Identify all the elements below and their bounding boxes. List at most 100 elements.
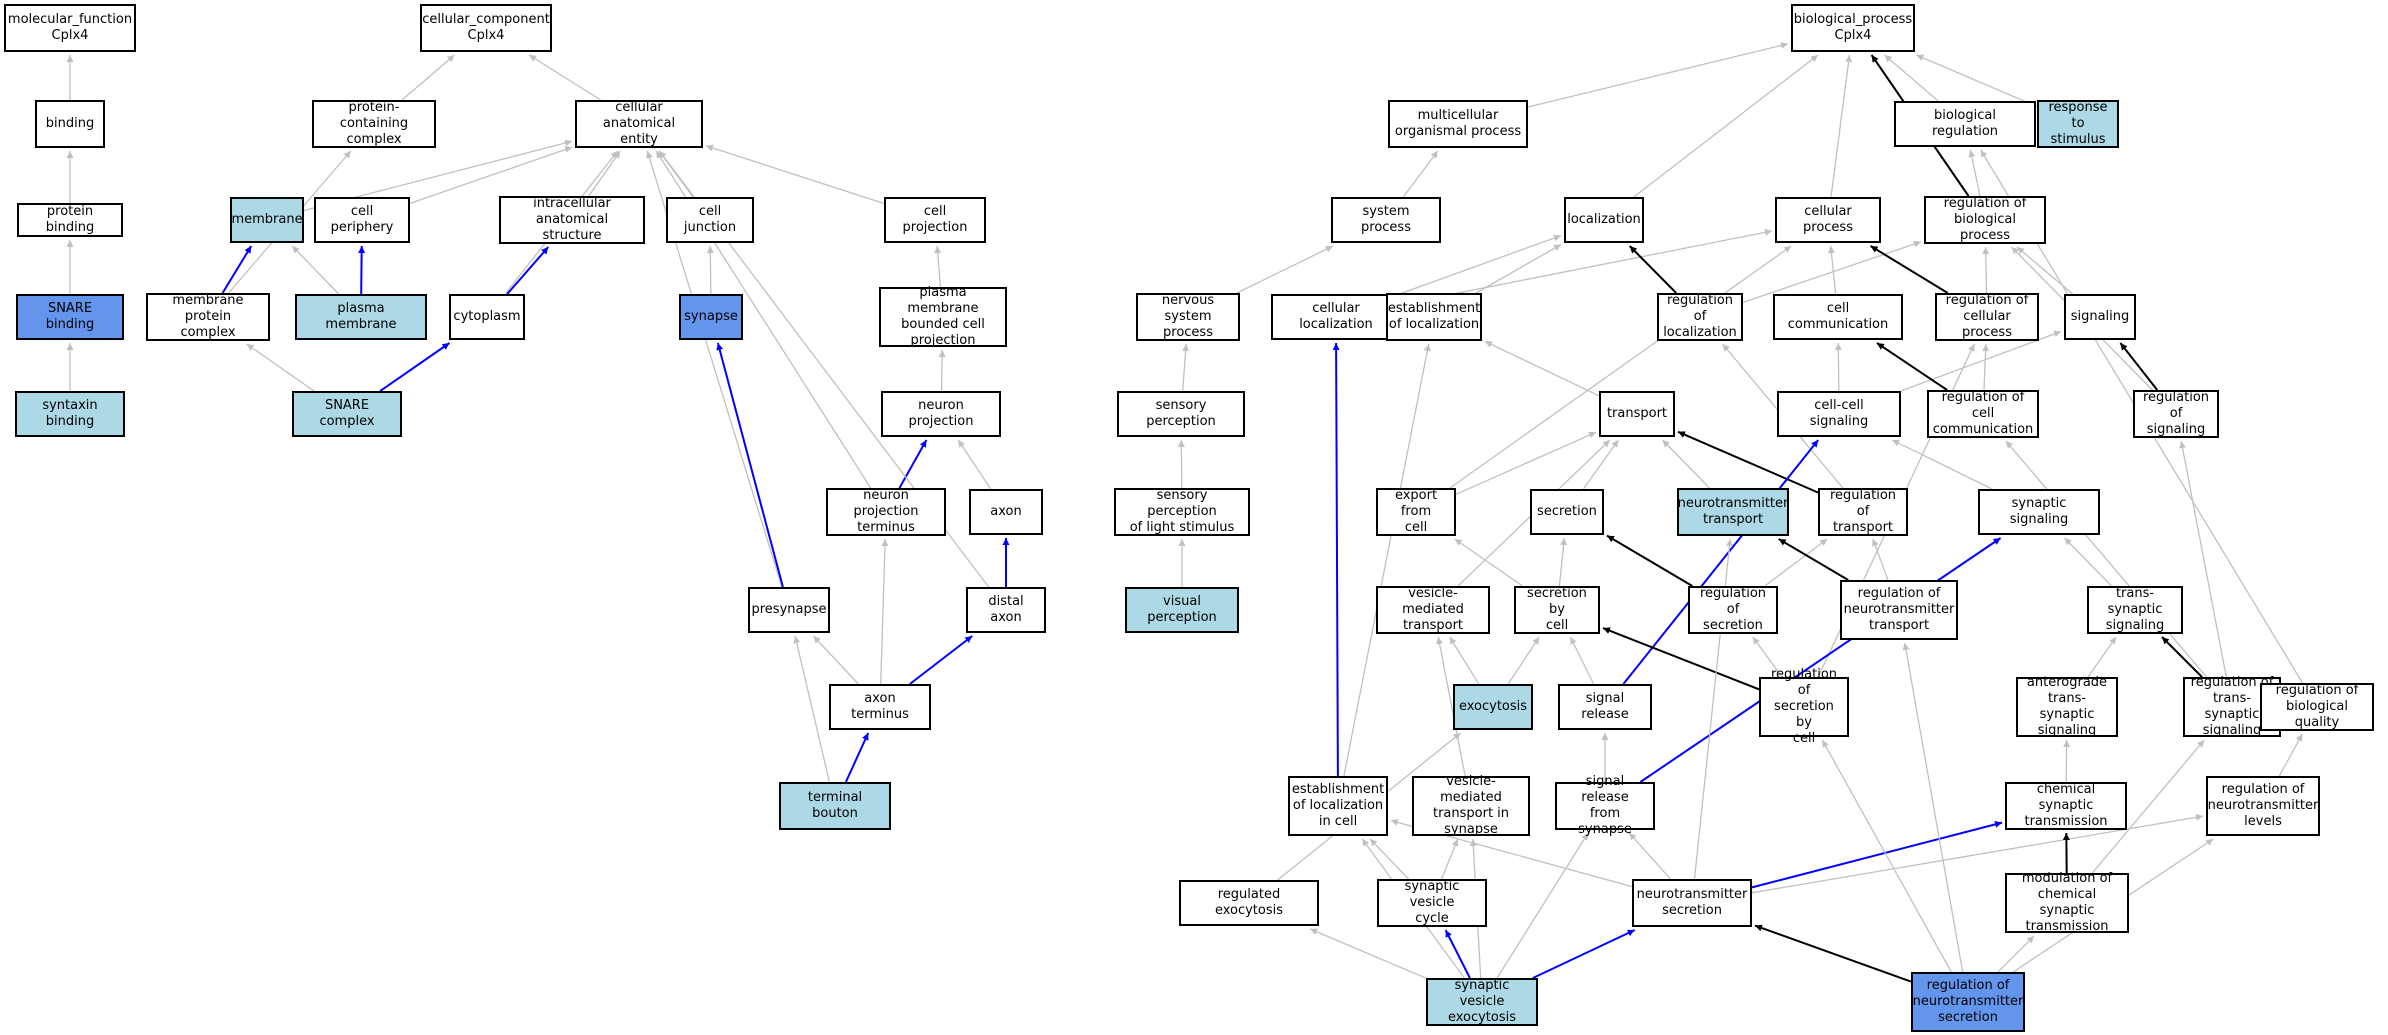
go-term-senspercl[interactable]: sensory perception of light stimulus bbox=[1114, 488, 1250, 536]
edge-ntransport-to-transport bbox=[1662, 439, 1710, 489]
edge-signaling-to-regbioproc bbox=[2016, 246, 2074, 295]
go-term-multicell[interactable]: multicellular organismal process bbox=[1388, 100, 1528, 148]
edge-sysproc-to-multicell bbox=[1402, 150, 1439, 198]
go-term-regcellcomm[interactable]: regulation of cell communication bbox=[1927, 390, 2039, 438]
go-term-respstim[interactable]: response to stimulus bbox=[2037, 100, 2119, 148]
go-term-snarebind[interactable]: SNARE binding bbox=[16, 294, 124, 340]
edge-pmbcp-to-cellproj bbox=[934, 245, 942, 288]
go-term-celljunc[interactable]: cell junction bbox=[666, 197, 754, 243]
edge-synvescycle-to-vesmedsyn bbox=[1440, 838, 1459, 880]
go-term-antero[interactable]: anterograde trans-synaptic signaling bbox=[2016, 675, 2118, 738]
go-term-visperc[interactable]: visual perception bbox=[1125, 587, 1239, 633]
edge-regtranssyn-to-regsignaling bbox=[2179, 440, 2227, 678]
go-term-regsecbycell[interactable]: regulation of secretion by cell bbox=[1759, 667, 1849, 746]
edge-synapse-to-celljunc bbox=[706, 245, 714, 295]
go-term-localization[interactable]: localization bbox=[1564, 197, 1644, 243]
go-term-vesmedsyn[interactable]: vesicle-mediated transport in synapse bbox=[1412, 774, 1530, 837]
edge-localization-to-bp bbox=[1633, 54, 1819, 198]
go-term-regtransport[interactable]: regulation of transport bbox=[1818, 488, 1908, 536]
go-term-cae[interactable]: cellular anatomical entity bbox=[575, 100, 703, 148]
go-term-syntaxin[interactable]: syntaxin binding bbox=[15, 391, 125, 437]
go-term-cellproj[interactable]: cell projection bbox=[884, 197, 986, 243]
go-term-cytoplasm[interactable]: cytoplasm bbox=[449, 294, 525, 340]
go-term-mf[interactable]: molecular_function Cplx4 bbox=[4, 4, 136, 52]
go-term-nervsys[interactable]: nervous system process bbox=[1136, 293, 1240, 341]
edge-regntlevels-to-regbioqual bbox=[2278, 733, 2303, 777]
go-term-cellperiph[interactable]: cell periphery bbox=[314, 197, 410, 243]
edge-regcellcomm-to-regcellproc bbox=[1982, 343, 1990, 391]
go-term-presynapse[interactable]: presynapse bbox=[748, 587, 830, 633]
go-term-bp[interactable]: biological_process Cplx4 bbox=[1791, 4, 1915, 52]
go-term-synsig[interactable]: synaptic signaling bbox=[1978, 489, 2100, 535]
go-term-secbycell[interactable]: secretion by cell bbox=[1514, 586, 1600, 634]
edge-cellcellsig-to-signaling bbox=[1900, 330, 2062, 392]
go-term-transsyn[interactable]: trans-synaptic signaling bbox=[2087, 586, 2183, 634]
go-term-transport[interactable]: transport bbox=[1599, 391, 1675, 437]
go-term-signaling[interactable]: signaling bbox=[2064, 294, 2136, 340]
go-term-binding[interactable]: binding bbox=[35, 100, 105, 148]
go-term-cellproc[interactable]: cellular process bbox=[1775, 197, 1881, 243]
edge-regnttrans-to-ntransport bbox=[1778, 538, 1849, 581]
go-term-pmbcp[interactable]: plasma membrane bounded cell projection bbox=[879, 285, 1007, 348]
go-term-sysproc[interactable]: system process bbox=[1331, 197, 1441, 243]
edge-neuronproj-to-pmbcp bbox=[938, 349, 946, 392]
edge-exportcell-to-cellproc bbox=[1449, 245, 1792, 489]
edge-synsig-to-cellcellsig bbox=[1891, 439, 1993, 490]
go-term-membrane[interactable]: membrane bbox=[230, 197, 304, 243]
edge-axonterm-to-presynapse bbox=[812, 635, 859, 685]
go-term-regcellproc[interactable]: regulation of cellular process bbox=[1935, 293, 2039, 341]
edge-cellproj-to-cae bbox=[705, 144, 885, 205]
go-term-estlocincell[interactable]: establishment of localization in cell bbox=[1288, 776, 1388, 836]
go-term-regntsec[interactable]: regulation of neurotransmitter secretion bbox=[1911, 972, 2025, 1032]
go-term-axon[interactable]: axon bbox=[969, 489, 1043, 535]
edge-estlocincell-to-cellloc bbox=[1332, 342, 1340, 777]
go-term-secretion[interactable]: secretion bbox=[1530, 489, 1604, 535]
go-term-intracell[interactable]: intracellular anatomical structure bbox=[499, 196, 645, 244]
go-term-cellloc[interactable]: cellular localization bbox=[1271, 294, 1401, 340]
go-term-regsignaling[interactable]: regulation of signaling bbox=[2133, 390, 2219, 438]
go-term-bioreg[interactable]: biological regulation bbox=[1894, 101, 2036, 147]
edge-regntsec-to-regsecbycell bbox=[1821, 739, 1952, 973]
go-term-cc[interactable]: cellular_component Cplx4 bbox=[420, 4, 552, 52]
go-term-regloc[interactable]: regulation of localization bbox=[1657, 293, 1743, 341]
go-term-neuronproj[interactable]: neuron projection bbox=[881, 391, 1001, 437]
go-term-regexo[interactable]: regulated exocytosis bbox=[1179, 880, 1319, 926]
go-term-synvesexo[interactable]: synaptic vesicle exocytosis bbox=[1426, 978, 1538, 1026]
edge-memprot-to-membrane bbox=[221, 245, 253, 294]
go-term-ntsecretion[interactable]: neurotransmitter secretion bbox=[1632, 879, 1752, 927]
go-term-regnttrans[interactable]: regulation of neurotransmitter transport bbox=[1840, 580, 1958, 640]
go-term-exportcell[interactable]: export from cell bbox=[1376, 488, 1456, 536]
go-term-regsecretion[interactable]: regulation of secretion bbox=[1688, 586, 1778, 634]
edge-presynapse-to-synapse bbox=[716, 342, 784, 588]
go-term-regbioproc[interactable]: regulation of biological process bbox=[1924, 196, 2046, 244]
go-term-protcomplex[interactable]: protein-containing complex bbox=[312, 100, 436, 148]
go-term-sigrelease[interactable]: signal release bbox=[1558, 684, 1652, 730]
go-term-synvescycle[interactable]: synaptic vesicle cycle bbox=[1377, 879, 1487, 927]
go-term-regbioqual[interactable]: regulation of biological quality bbox=[2260, 683, 2374, 731]
go-term-sensperc[interactable]: sensory perception bbox=[1117, 391, 1245, 437]
edge-sigrelease-to-secbycell bbox=[1569, 636, 1595, 685]
go-term-plasmamem[interactable]: plasma membrane bbox=[295, 294, 427, 340]
go-term-vesmedtrans[interactable]: vesicle-mediated transport bbox=[1376, 586, 1490, 634]
go-term-snarecomplex[interactable]: SNARE complex bbox=[292, 391, 402, 437]
edge-regloc-to-regbioproc bbox=[1742, 240, 1922, 304]
go-term-estloc[interactable]: establishment of localization bbox=[1386, 293, 1482, 341]
go-term-modchemsyn[interactable]: modulation of chemical synaptic transmis… bbox=[2005, 871, 2129, 934]
go-term-exocytosis[interactable]: exocytosis bbox=[1453, 684, 1533, 730]
edge-regcellproc-to-regbioproc bbox=[1982, 246, 1990, 294]
go-term-termbouton[interactable]: terminal bouton bbox=[779, 782, 891, 830]
go-term-axonterm[interactable]: axon terminus bbox=[829, 684, 931, 730]
go-term-cellcellsig[interactable]: cell-cell signaling bbox=[1777, 391, 1901, 437]
go-term-synapse[interactable]: synapse bbox=[679, 294, 743, 340]
go-term-protbind[interactable]: protein binding bbox=[17, 203, 123, 237]
go-term-cellcomm[interactable]: cell communication bbox=[1773, 294, 1903, 340]
go-term-memprot[interactable]: membrane protein complex bbox=[146, 293, 270, 341]
go-term-distalaxon[interactable]: distal axon bbox=[966, 587, 1046, 633]
go-term-npterm[interactable]: neuron projection terminus bbox=[826, 488, 946, 536]
go-term-ntransport[interactable]: neurotransmitter transport bbox=[1677, 488, 1789, 536]
go-term-sigrelsyn[interactable]: signal release from synapse bbox=[1555, 774, 1655, 837]
go-term-regntlevels[interactable]: regulation of neurotransmitter levels bbox=[2206, 776, 2320, 836]
go-term-chemsyn[interactable]: chemical synaptic transmission bbox=[2005, 782, 2127, 830]
edge-termbouton-to-axonterm bbox=[844, 732, 870, 783]
